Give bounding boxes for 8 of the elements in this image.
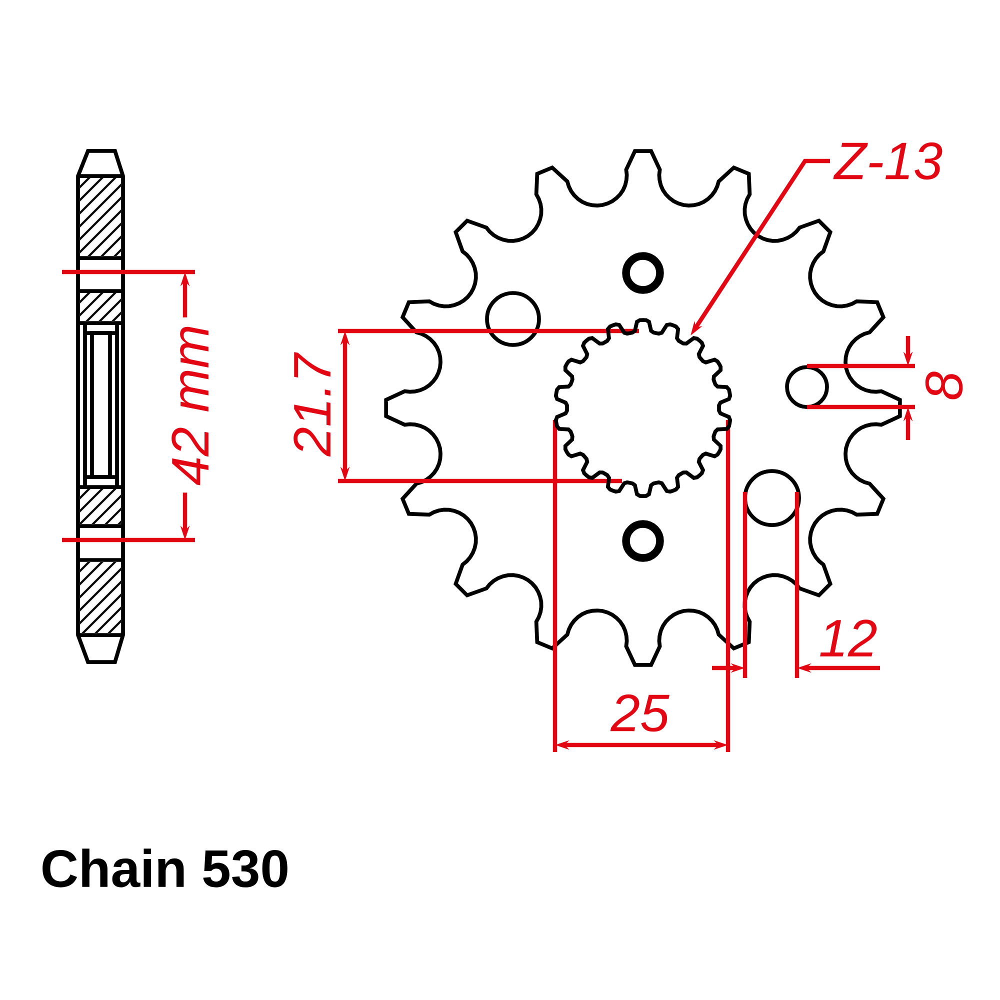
dimension-text: 25	[610, 694, 670, 732]
spline-hole-drawing	[554, 318, 732, 498]
chain-size-text: Chain 530	[42, 848, 288, 888]
dimension-text: 8	[925, 372, 963, 400]
callout-text: Z-13	[833, 142, 942, 180]
dimension-text: 42 mm	[164, 317, 216, 493]
dimension-text: 21.7	[294, 352, 330, 457]
dimension-text: 12	[820, 620, 877, 656]
